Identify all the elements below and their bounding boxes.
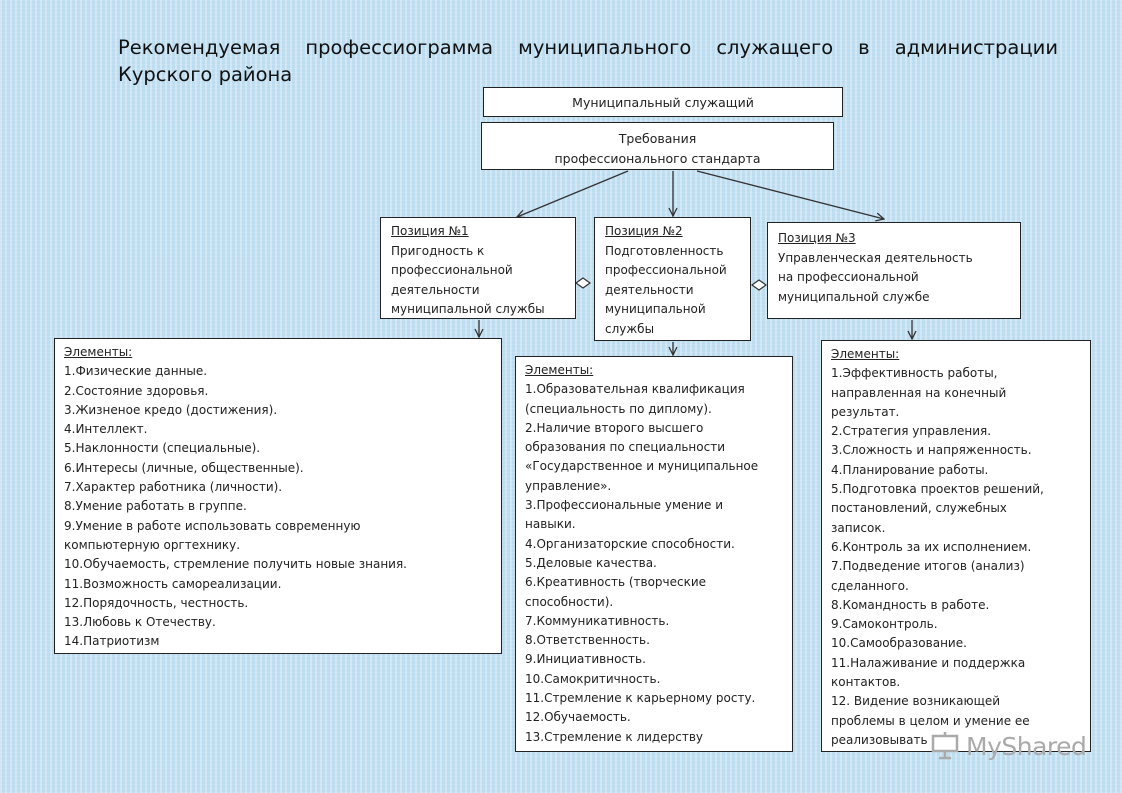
elements-3-item: постановлений, служебных xyxy=(831,501,1007,516)
requirements-box: Требования профессионального стандарта xyxy=(481,122,834,170)
position-3-label: Позиция №3 xyxy=(778,231,856,245)
position-1-label: Позиция №1 xyxy=(391,224,469,238)
requirements-line: профессионального стандарта xyxy=(554,151,761,166)
elements-2-heading: Элементы: xyxy=(525,363,594,377)
position-3-line: муниципальной службе xyxy=(778,289,930,304)
position-2-label: Позиция №2 xyxy=(605,224,683,238)
elements-1-heading: Элементы: xyxy=(64,345,133,359)
elements-2-item: 4.Организаторские способности. xyxy=(525,536,735,551)
requirements-line: Требования xyxy=(618,131,697,146)
link-position-1-2 xyxy=(574,277,592,289)
link-position-2-3 xyxy=(750,279,768,291)
watermark-text: MyShared xyxy=(966,731,1087,761)
elements-3-item: 6.Контроль за их исполнением. xyxy=(831,539,1032,554)
elements-3-item: 1.Эффективность работы, xyxy=(831,366,998,381)
watermark: MyShared xyxy=(930,728,1087,764)
elements-2-item: 9.Инициативность. xyxy=(525,652,646,667)
elements-1-item: 14.Патриотизм xyxy=(64,634,160,649)
elements-2-item: (специальность по диплому). xyxy=(525,401,712,416)
elements-3-item: 12. Видение возникающей xyxy=(831,694,1001,709)
elements-2-item: 6.Креативность (творческие xyxy=(525,575,707,590)
elements-2-item: 2.Наличие второго высшего xyxy=(525,420,704,435)
elements-3-item: 5.Подготовка проектов решений, xyxy=(831,482,1044,497)
position-2-line: Подготовленность xyxy=(605,243,724,258)
position-1-line: деятельности xyxy=(391,282,480,297)
arrow-to-position-1 xyxy=(517,170,629,217)
presentation-icon xyxy=(931,732,959,760)
elements-1-item: 6.Интересы (личные, общественные). xyxy=(64,460,304,475)
elements-3-item: записок. xyxy=(831,520,886,535)
elements-1-item: 13.Любовь к Отечеству. xyxy=(64,615,216,630)
elements-2-item: управление». xyxy=(525,478,612,493)
elements-3-item: сделанного. xyxy=(831,578,909,593)
elements-1-item: 9.Умение в работе использовать современн… xyxy=(64,518,361,533)
position-1-line: профессиональной xyxy=(391,263,513,277)
elements-1-item: 8.Умение работать в группе. xyxy=(64,499,247,514)
elements-2-item: 13.Стремление к лидерству xyxy=(525,729,703,744)
elements-3-item: реализовывать xyxy=(831,732,928,747)
elements-2-item: 1.Образовательная квалификация xyxy=(525,382,745,397)
position-2-line: деятельности xyxy=(605,282,694,297)
elements-2-item: 10.Самокритичность. xyxy=(525,671,661,686)
elements-2-item: образования по специальности xyxy=(525,440,726,455)
elements-2-item: 7.Коммуникативность. xyxy=(525,613,670,628)
elements-2-item: 8.Ответственность. xyxy=(525,633,650,648)
elements-3-item: результат. xyxy=(831,404,900,419)
elements-3-item: 2.Стратегия управления. xyxy=(831,424,992,439)
elements-2-box: Элементы: 1.Образовательная квалификация… xyxy=(515,356,793,752)
elements-1-box: Элементы: 1.Физические данные. 2.Состоян… xyxy=(54,338,502,654)
elements-1-item: 4.Интеллект. xyxy=(64,422,148,437)
elements-3-item: 7.Подведение итогов (анализ) xyxy=(831,559,1025,574)
elements-3-item: проблемы в целом и умение ее xyxy=(831,713,1030,728)
elements-1-item: 1.Физические данные. xyxy=(64,364,208,379)
municipal-servant-box: Муниципальный служащий xyxy=(483,87,843,117)
position-1-line: Пригодность к xyxy=(391,243,485,258)
elements-3-item: 3.Сложность и напряженность. xyxy=(831,443,1032,458)
elements-1-item: 10.Обучаемость, стремление получить новы… xyxy=(64,557,407,572)
elements-3-box: Элементы: 1.Эффективность работы, направ… xyxy=(821,340,1091,752)
elements-1-item: 2.Состояние здоровья. xyxy=(64,383,209,398)
position-1-box: Позиция №1 Пригодность к профессионально… xyxy=(380,217,576,319)
elements-1-item: 7.Характер работника (личности). xyxy=(64,480,283,495)
elements-1-item: 5.Наклонности (специальные). xyxy=(64,441,261,456)
elements-3-item: 4.Планирование работы. xyxy=(831,462,989,477)
elements-2-item: 11.Стремление к карьерному росту. xyxy=(525,691,756,706)
elements-1-item: 11.Возможность самореализации. xyxy=(64,576,282,591)
position-2-box: Позиция №2 Подготовленность профессионал… xyxy=(594,217,751,341)
position-2-line: муниципальной xyxy=(605,302,706,316)
position-3-line: на профессиональной xyxy=(778,270,919,284)
elements-2-item: 5.Деловые качества. xyxy=(525,555,657,570)
position-3-line: Управленческая деятельность xyxy=(778,250,973,265)
elements-2-item: 3.Профессиональные умение и xyxy=(525,498,724,513)
elements-3-heading: Элементы: xyxy=(831,347,900,361)
elements-2-item: навыки. xyxy=(525,517,576,532)
position-2-line: профессиональной xyxy=(605,263,727,277)
elements-1-item: компьютерную оргтехнику. xyxy=(64,537,241,552)
elements-3-item: контактов. xyxy=(831,675,901,690)
municipal-servant-label: Муниципальный служащий xyxy=(572,95,754,110)
arrow-to-position-3 xyxy=(696,170,884,219)
elements-3-item: 10.Самообразование. xyxy=(831,636,967,651)
elements-3-item: 8.Командность в работе. xyxy=(831,597,990,612)
elements-1-item: 3.Жизненое кредо (достижения). xyxy=(64,402,278,417)
page-title: Рекомендуемая профессиограмма муниципаль… xyxy=(118,36,1058,86)
elements-3-item: 9.Самоконтроль. xyxy=(831,617,938,632)
elements-2-item: способности). xyxy=(525,594,614,609)
elements-1-item: 12.Порядочность, честность. xyxy=(64,595,249,610)
elements-3-item: 11.Налаживание и поддержка xyxy=(831,655,1026,670)
position-1-line: муниципальной службы xyxy=(391,302,545,316)
elements-2-item: «Государственное и муниципальное xyxy=(525,459,759,474)
elements-2-item: 12.Обучаемость. xyxy=(525,710,631,725)
position-2-line: службы xyxy=(605,321,655,336)
position-3-box: Позиция №3 Управленческая деятельность н… xyxy=(767,222,1021,319)
elements-3-item: направленная на конечный xyxy=(831,385,1007,400)
